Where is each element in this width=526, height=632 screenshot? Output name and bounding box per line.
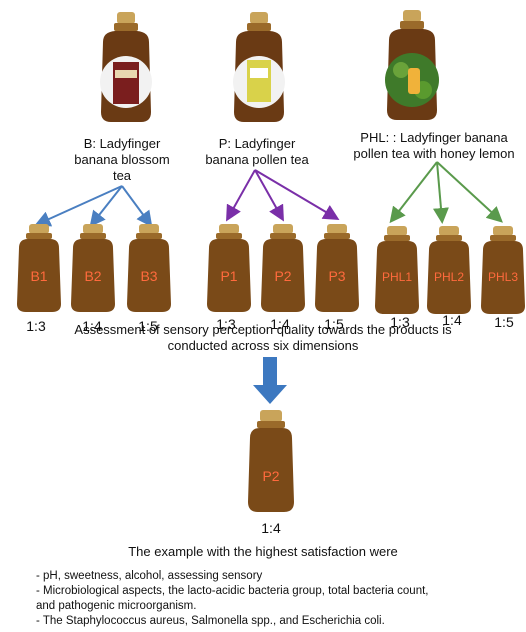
variant-bottle-label: B2 <box>84 268 102 284</box>
variant-bottle-b3: B3 <box>124 224 174 312</box>
variant-bottle-label: B1 <box>30 268 48 284</box>
variant-bottle-p2: P2 <box>258 224 308 312</box>
variant-ratio: 1:3 <box>216 316 236 332</box>
variant-ratio: 1:4 <box>270 316 290 332</box>
variant-ratio: 1:5 <box>138 318 158 334</box>
variant-bottle-label: PHL3 <box>487 270 519 284</box>
arrows-p <box>226 169 340 222</box>
highest-satisfaction-text: The example with the highest satisfactio… <box>128 544 398 559</box>
variant-bottle-label: PHL2 <box>433 270 465 284</box>
variant-bottle-label: P3 <box>328 268 346 284</box>
variant-bottle-p1: P1 <box>204 224 254 312</box>
variant-ratio: 1:5 <box>494 314 514 330</box>
variant-bottle-label: P2 <box>274 268 292 284</box>
product-photo-p <box>228 12 290 122</box>
variant-ratio: 1:5 <box>324 316 344 332</box>
variant-ratio: 1:3 <box>390 314 410 330</box>
product-photo-b <box>95 12 157 122</box>
note-line: - Microbiological aspects, the lacto-aci… <box>36 585 429 597</box>
note-line: and pathogenic microorganism. <box>36 600 197 612</box>
variant-ratio: 1:3 <box>26 318 46 334</box>
variant-bottle-label: PHL1 <box>381 270 413 284</box>
variant-bottle-p3: P3 <box>312 224 362 312</box>
variant-ratio: 1:4 <box>82 318 102 334</box>
product-title-b: B: Ladyfinger banana blossom tea <box>74 136 170 183</box>
variant-bottle-phl2: PHL2 <box>424 226 474 314</box>
variant-bottle-label: P1 <box>220 268 238 284</box>
variant-ratio: 1:4 <box>442 312 462 328</box>
variant-bottle-phl1: PHL1 <box>372 226 422 314</box>
arrows-phl <box>389 161 503 224</box>
down-flow-arrow <box>253 357 287 404</box>
arrows-b <box>34 185 153 228</box>
product-title-p: P: Ladyfinger banana pollen tea <box>205 136 309 167</box>
winner-bottle: P2 <box>244 410 298 512</box>
note-line: - pH, sweetness, alcohol, assessing sens… <box>36 570 263 582</box>
note-line: - The Staphylococcus aureus, Salmonella … <box>36 615 385 627</box>
variant-bottle-phl3: PHL3 <box>478 226 526 314</box>
variant-bottle-b1: B1 <box>14 224 64 312</box>
winner-ratio: 1:4 <box>261 520 281 536</box>
assessment-text: Assessment of sensory perception quality… <box>74 322 452 353</box>
product-title-phl: PHL: : Ladyfinger banana pollen tea with… <box>353 130 515 161</box>
variant-bottle-label: B3 <box>140 268 158 284</box>
product-photo-phl <box>381 10 443 120</box>
variant-bottle-b2: B2 <box>68 224 118 312</box>
notes-list: - pH, sweetness, alcohol, assessing sens… <box>36 569 526 629</box>
winner-bottle-label: P2 <box>262 468 280 484</box>
